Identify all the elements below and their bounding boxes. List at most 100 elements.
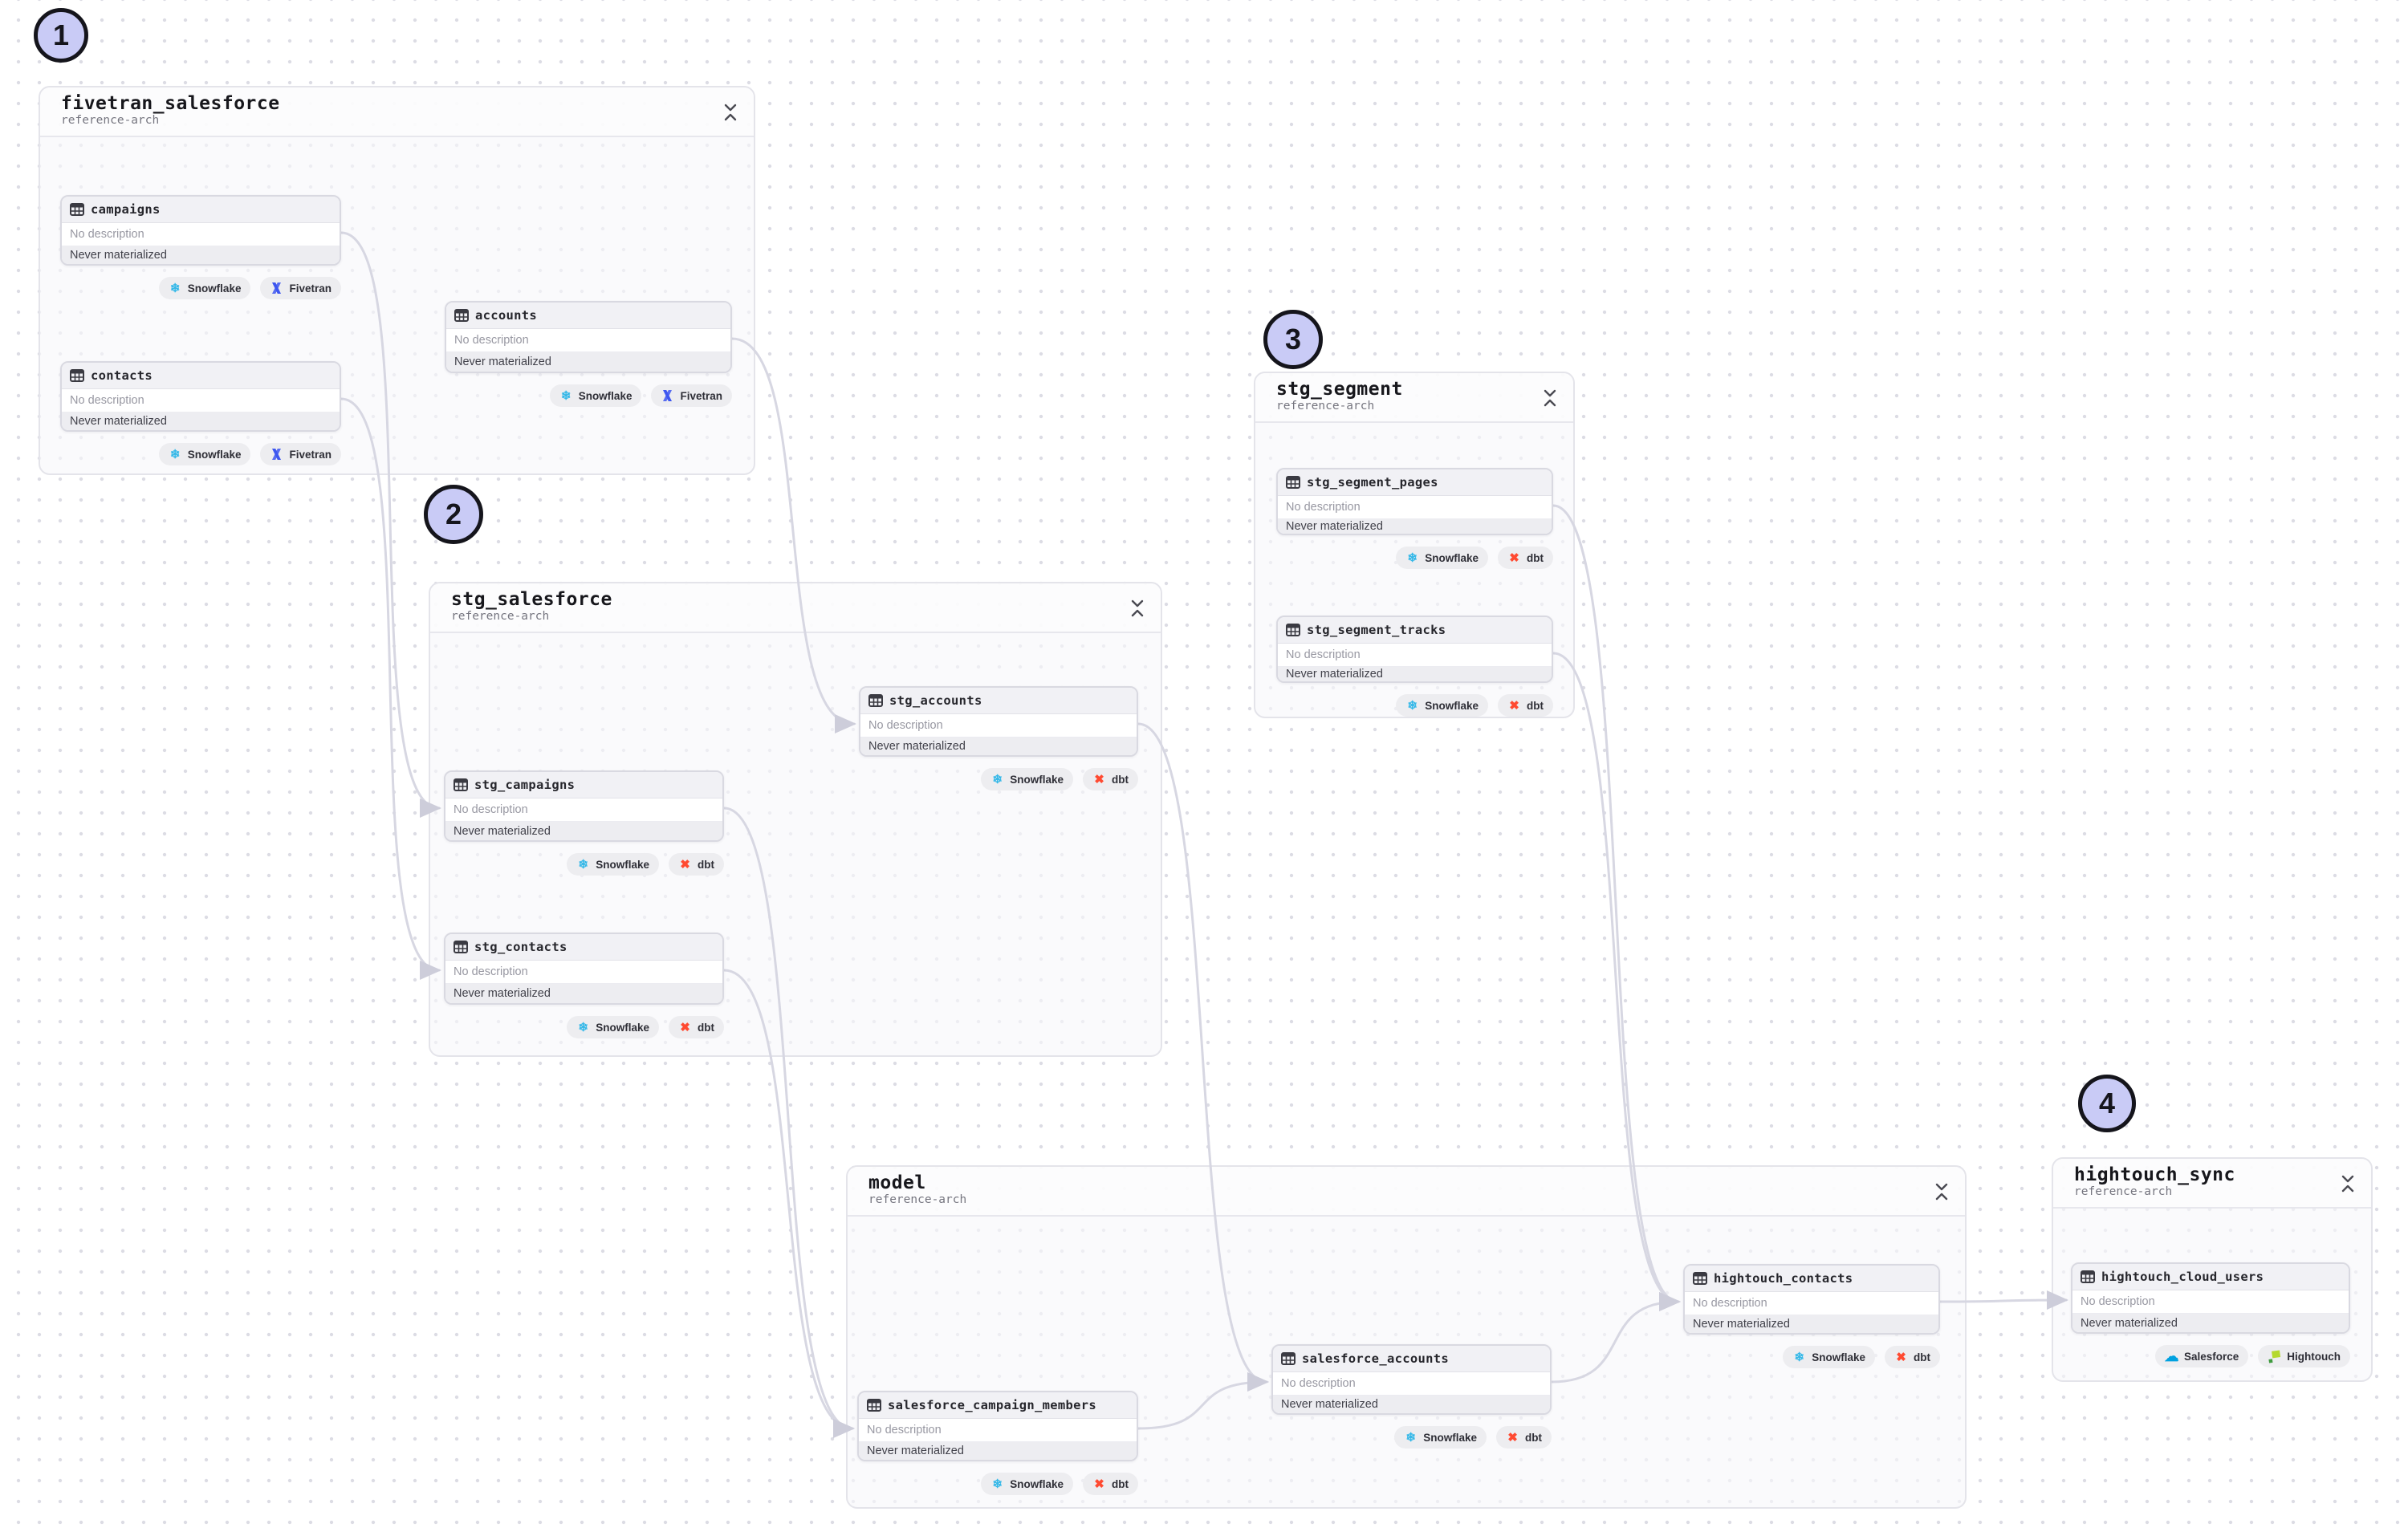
node-header[interactable]: salesforce_accounts: [1273, 1346, 1550, 1372]
node-header[interactable]: hightouch_cloud_users: [2072, 1264, 2349, 1290]
node-materialization: Never materialized: [2072, 1314, 2349, 1332]
dbt-icon: ✖: [1509, 551, 1519, 565]
badge-label: Snowflake: [1423, 1431, 1477, 1444]
badge-label: dbt: [698, 1021, 714, 1034]
snowflake-icon: ❄: [1407, 551, 1418, 565]
table-icon: [1281, 1352, 1296, 1365]
fivetran-icon: [270, 282, 283, 295]
node-header[interactable]: accounts: [446, 303, 730, 329]
dbt-badge[interactable]: ✖dbt: [1885, 1346, 1940, 1368]
node-name: stg_accounts: [889, 693, 982, 708]
group-title: model: [868, 1172, 926, 1193]
snowflake-icon: ❄: [992, 1477, 1003, 1491]
node-name: stg_contacts: [474, 940, 567, 954]
node-header[interactable]: stg_contacts: [445, 934, 722, 961]
node-header[interactable]: campaigns: [62, 197, 340, 223]
table-icon: [1286, 476, 1300, 489]
snowflake-badge[interactable]: ❄Snowflake: [1396, 694, 1488, 717]
dbt-badge[interactable]: ✖ dbt: [1083, 1473, 1138, 1495]
badge-label: Fivetran: [289, 448, 332, 461]
dbt-icon: ✖: [1507, 1430, 1518, 1445]
dbt-badge[interactable]: ✖dbt: [1498, 694, 1553, 717]
badge-label: dbt: [1914, 1351, 1930, 1363]
node-header[interactable]: stg_campaigns: [445, 772, 722, 798]
snowflake-badge[interactable]: ❄Snowflake: [1783, 1346, 1875, 1368]
snowflake-badge[interactable]: ❄ Snowflake: [549, 384, 642, 407]
snowflake-icon: ❄: [1405, 1430, 1416, 1445]
group-title: fivetran_salesforce: [61, 93, 280, 114]
salesforce-badge[interactable]: ☁Salesforce: [2154, 1345, 2249, 1367]
badge-label: dbt: [1527, 699, 1544, 712]
snowflake-badge[interactable]: ❄Snowflake: [158, 443, 251, 465]
badge-label: Fivetran: [289, 282, 332, 295]
node-header[interactable]: stg_segment_pages: [1278, 469, 1552, 496]
node-header[interactable]: contacts: [62, 363, 340, 389]
dbt-icon: ✖: [1094, 1477, 1104, 1491]
dbt-badge[interactable]: ✖dbt: [1498, 547, 1553, 569]
fivetran-badge[interactable]: Fivetran: [260, 277, 341, 299]
dbt-badge[interactable]: ✖dbt: [1496, 1426, 1552, 1449]
snowflake-icon: ❄: [169, 447, 181, 461]
badge-label: Snowflake: [578, 389, 633, 402]
collapse-group-button[interactable]: [2339, 1174, 2357, 1193]
badge-label: Snowflake: [596, 1021, 649, 1034]
badge-label: dbt: [1112, 1477, 1129, 1490]
node-description: No description: [860, 714, 1137, 738]
snowflake-badge[interactable]: ❄Snowflake: [1396, 547, 1488, 569]
node-header[interactable]: hightouch_contacts: [1685, 1266, 1938, 1292]
node-header[interactable]: stg_accounts: [860, 688, 1137, 714]
node-materialization: Never materialized: [860, 738, 1137, 755]
node-header[interactable]: stg_segment_tracks: [1278, 617, 1552, 644]
table-icon: [1286, 624, 1300, 636]
node-header[interactable]: salesforce_campaign_members: [859, 1392, 1137, 1419]
snowflake-badge[interactable]: ❄ Snowflake: [1394, 1426, 1487, 1449]
collapse-icon: [2341, 1175, 2354, 1193]
collapse-group-button[interactable]: [1541, 388, 1559, 408]
node-name: stg_campaigns: [474, 778, 576, 792]
group-title: hightouch_sync: [2074, 1164, 2235, 1185]
fivetran-badge[interactable]: Fivetran: [260, 443, 341, 465]
collapse-icon: [1544, 389, 1556, 407]
dbt-badge[interactable]: ✖dbt: [669, 1016, 724, 1038]
snowflake-icon: ❄: [992, 772, 1003, 786]
dbt-badge[interactable]: ✖dbt: [669, 853, 724, 876]
node-name: salesforce_campaign_members: [888, 1398, 1097, 1412]
collapse-group-button[interactable]: [1129, 599, 1146, 618]
fivetran-badge[interactable]: Fivetran: [651, 384, 732, 407]
collapse-group-button[interactable]: [1933, 1182, 1950, 1201]
snowflake-icon: ❄: [560, 388, 571, 403]
node-materialization: Never materialized: [445, 984, 722, 1003]
collapse-group-button[interactable]: [722, 103, 739, 122]
badge-label: dbt: [698, 858, 714, 871]
snowflake-badge[interactable]: ❄Snowflake: [567, 1016, 659, 1038]
hightouch-icon: [2268, 1350, 2281, 1363]
snowflake-badge[interactable]: ❄Snowflake: [158, 277, 251, 299]
badge-row: ❄Snowflake ✖dbt: [859, 768, 1138, 790]
snowflake-badge[interactable]: ❄Snowflake: [567, 853, 659, 876]
dbt-badge[interactable]: ✖dbt: [1083, 768, 1138, 790]
hightouch-badge[interactable]: Hightouch: [2258, 1345, 2350, 1367]
node-description: No description: [446, 329, 730, 352]
node-name: stg_segment_tracks: [1307, 623, 1446, 637]
annotation-circle-4: 4: [2078, 1075, 2136, 1132]
table-icon: [867, 1399, 881, 1412]
node-name: hightouch_contacts: [1714, 1271, 1853, 1286]
node-materialization: Never materialized: [1278, 667, 1552, 681]
node-description: No description: [62, 223, 340, 246]
fivetran-icon: [661, 389, 674, 403]
snowflake-badge[interactable]: ❄Snowflake: [981, 1473, 1073, 1495]
snowflake-badge[interactable]: ❄Snowflake: [981, 768, 1073, 790]
snowflake-icon: ❄: [1407, 698, 1418, 713]
